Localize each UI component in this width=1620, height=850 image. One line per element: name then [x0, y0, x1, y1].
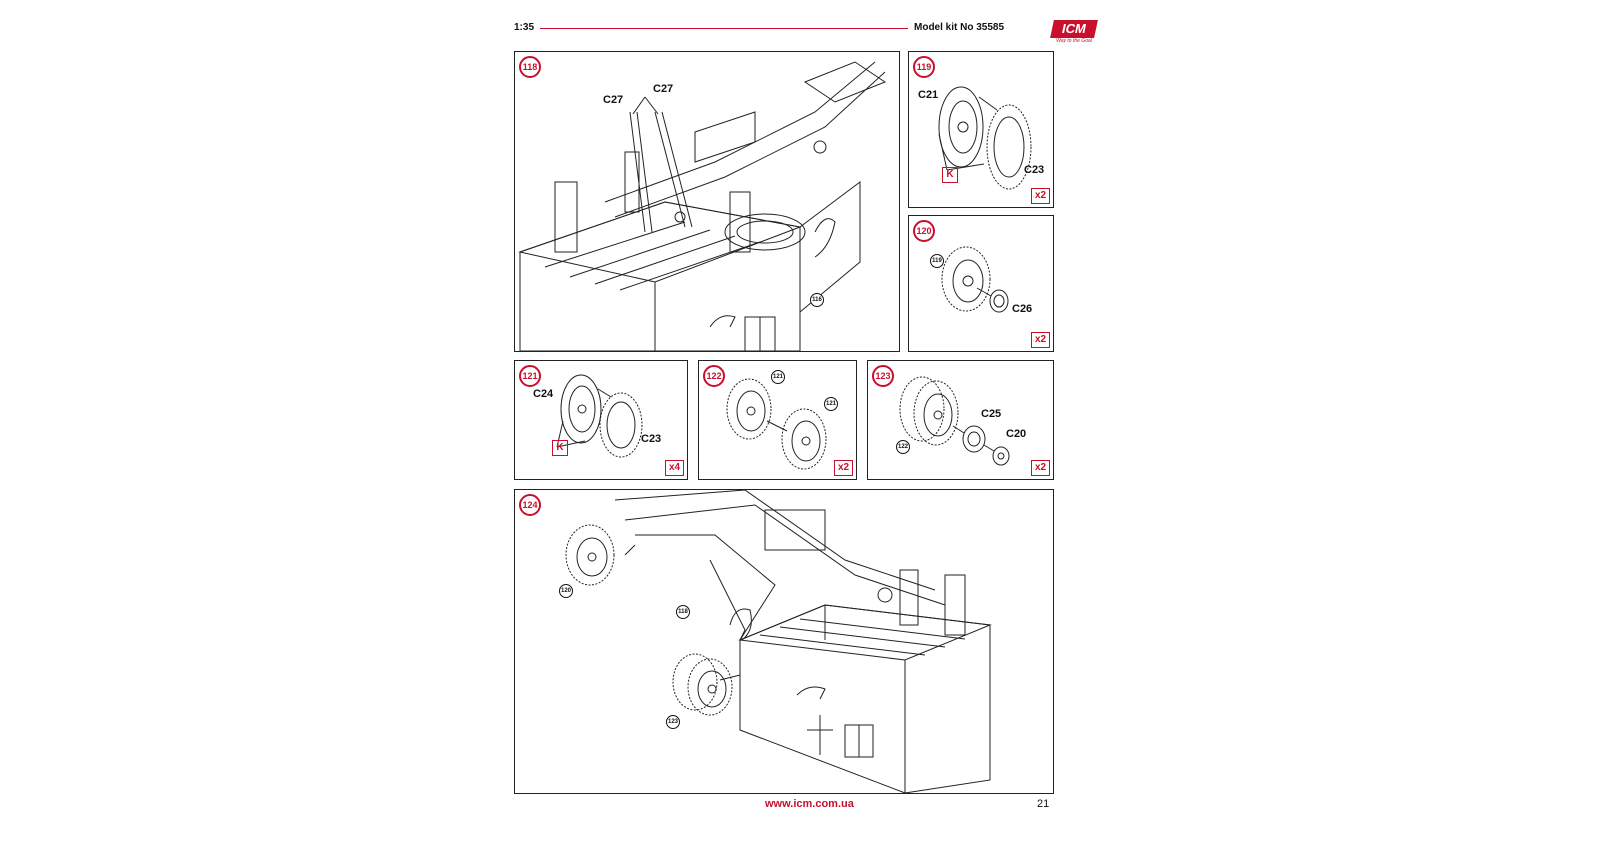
part-label-c27-left: C27	[603, 94, 624, 106]
step-119-panel: 119 C21 C23 K x2	[908, 51, 1054, 208]
step-121-panel: 121 C24 C23 K x4	[514, 360, 688, 480]
wheel-assembly-drawing	[938, 86, 1032, 190]
ref-step-116: 116	[810, 293, 824, 307]
scale-label: 1:35	[514, 22, 535, 33]
step-122-panel: 122 121 121 x2	[698, 360, 857, 480]
chassis-top-drawing	[518, 61, 887, 351]
wheel-assembly-drawing	[556, 374, 643, 458]
quantity-badge: x2	[1031, 460, 1050, 476]
quantity-badge: x2	[1031, 332, 1050, 348]
page-number: 21	[1037, 798, 1050, 810]
website-link[interactable]: www.icm.com.ua	[765, 798, 854, 810]
header-rule	[540, 28, 908, 29]
ref-step-120: 120	[559, 584, 573, 598]
paint-marker-k: K	[552, 440, 568, 456]
step-number-120: 120	[913, 220, 935, 242]
vehicle-wheels-install-drawing	[565, 490, 992, 793]
step-number-121: 121	[519, 365, 541, 387]
part-label-c26: C26	[1012, 303, 1033, 315]
step-number-119: 119	[913, 56, 935, 78]
step-number-122: 122	[703, 365, 725, 387]
quantity-badge: x2	[834, 460, 853, 476]
logo-tagline: Way to the Goal	[1056, 38, 1092, 44]
step-number-118: 118	[519, 56, 541, 78]
quantity-badge: x2	[1031, 188, 1050, 204]
ref-step-121-top: 121	[771, 370, 785, 384]
part-label-c27-right: C27	[653, 83, 674, 95]
paint-marker-k: K	[942, 167, 958, 183]
ref-step-118: 118	[676, 605, 690, 619]
icm-logo: ICM Way to the Goal	[1050, 18, 1098, 48]
part-label-c23: C23	[641, 433, 662, 445]
quantity-badge: x4	[665, 460, 684, 476]
ref-step-119: 119	[930, 254, 944, 268]
step-118-panel: 118 C27 C27 116	[514, 51, 900, 352]
logo-mark: ICM	[1050, 20, 1098, 38]
step-120-panel: 120 119 C26 x2	[908, 215, 1054, 352]
step-number-123: 123	[872, 365, 894, 387]
kit-number: Model kit No 35585	[914, 22, 1005, 33]
step-number-124: 124	[519, 494, 541, 516]
dual-wheel-drawing	[899, 376, 1010, 466]
part-label-c21: C21	[918, 89, 939, 101]
step-124-panel: 124 120 118 123	[514, 489, 1054, 794]
twin-wheel-drawing	[726, 378, 827, 470]
wheel-hubcap-drawing	[941, 246, 1009, 313]
part-label-c23: C23	[1024, 164, 1045, 176]
part-label-c24: C24	[533, 388, 554, 400]
part-label-c25: C25	[981, 408, 1002, 420]
part-label-c20: C20	[1006, 428, 1027, 440]
ref-step-122: 122	[896, 440, 910, 454]
ref-step-123: 123	[666, 715, 680, 729]
ref-step-121-right: 121	[824, 397, 838, 411]
step-123-panel: 123 122 C25 C20 x2	[867, 360, 1054, 480]
